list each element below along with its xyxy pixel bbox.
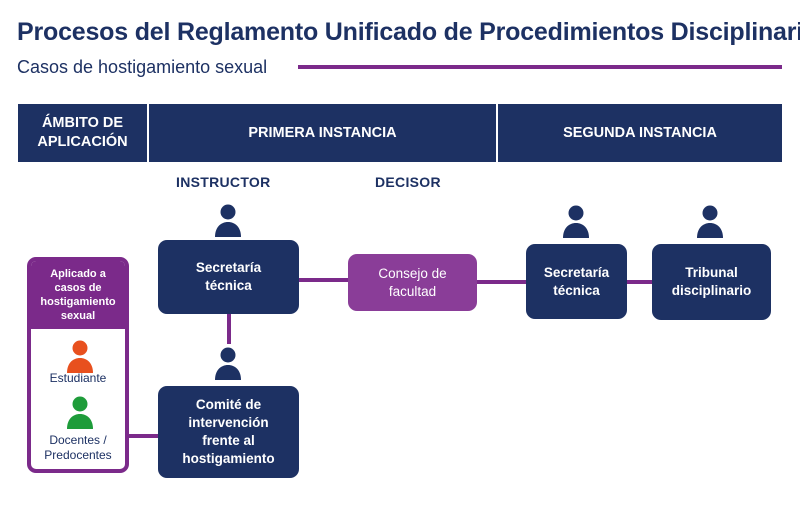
node-secretaria-tecnica-segunda: Secretaría técnica (526, 244, 627, 319)
scope-heading: Aplicado a casos de hostigamiento sexual (31, 261, 125, 329)
page-title: Procesos del Reglamento Unificado de Pro… (17, 18, 800, 46)
node-comite-de-intervencion: Comité de intervención frente al hostiga… (158, 386, 299, 478)
node-label: Comité de intervención frente al hostiga… (182, 397, 275, 466)
node-secretaria-tecnica-primera: Secretaría técnica (158, 240, 299, 314)
page-subtitle: Casos de hostigamiento sexual (17, 57, 268, 77)
person-icon (563, 205, 589, 238)
scope-label-estudiante: Estudiante (49, 371, 107, 385)
node-label: Consejo de facultad (378, 265, 447, 299)
connector-consejo-secretaria (474, 280, 530, 284)
node-tribunal-disciplinario: Tribunal disciplinario (652, 244, 771, 320)
header-segunda-label: SEGUNDA INSTANCIA (563, 124, 717, 141)
column-label-decisor: DECISOR (375, 174, 441, 190)
header-ambito-label: ÁMBITO DE APLICACIÓN (37, 115, 128, 150)
scope-label-docentes: Docentes / Predocentes (44, 433, 112, 462)
connector-secretaria-consejo (296, 278, 352, 282)
node-label: Tribunal disciplinario (671, 265, 752, 298)
node-label: Secretaría técnica (543, 264, 610, 298)
connector-scope-comite (127, 434, 161, 438)
student-person-icon (67, 340, 93, 373)
node-label: Secretaría técnica (195, 260, 262, 293)
faculty-person-icon (67, 396, 93, 429)
header-ambito: ÁMBITO DE APLICACIÓN (18, 104, 147, 162)
header-segunda-instancia: SEGUNDA INSTANCIA (498, 104, 782, 162)
header-primera-label: PRIMERA INSTANCIA (248, 124, 397, 141)
scope-panel: Aplicado a casos de hostigamiento sexual… (27, 257, 129, 473)
person-icon (697, 205, 723, 238)
person-icon (215, 204, 241, 237)
subtitle-divider (298, 65, 782, 69)
node-consejo-de-facultad: Consejo de facultad (348, 254, 477, 311)
column-label-instructor: INSTRUCTOR (176, 174, 271, 190)
connector-secretaria-comite (227, 312, 231, 344)
header-primera-instancia: PRIMERA INSTANCIA (149, 104, 496, 162)
connector-secretaria-tribunal (624, 280, 656, 284)
person-icon (215, 347, 241, 380)
